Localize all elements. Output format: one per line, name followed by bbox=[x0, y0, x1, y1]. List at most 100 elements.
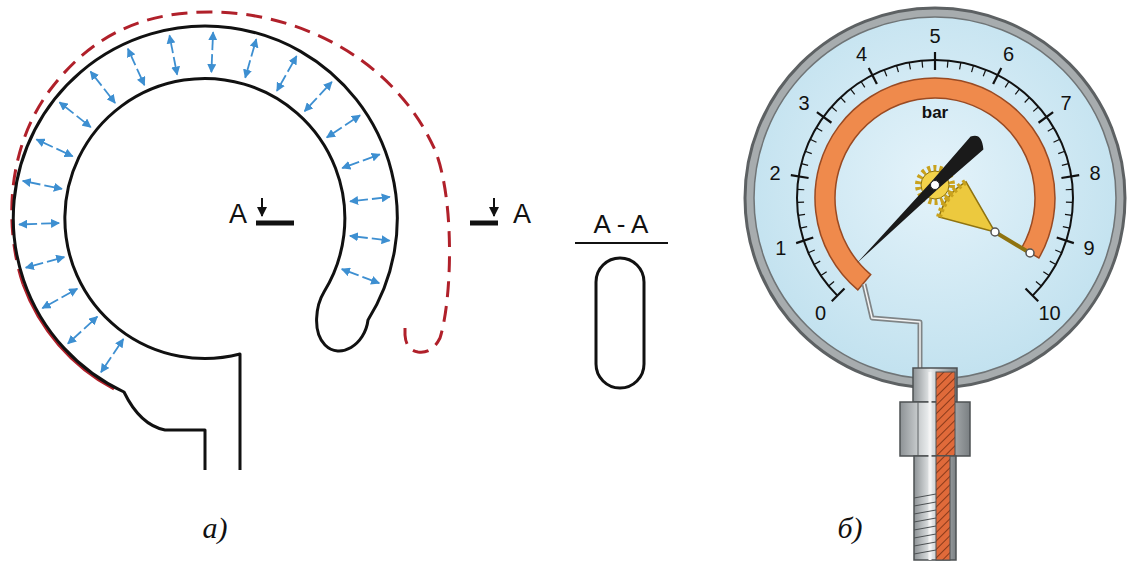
scale-tick bbox=[829, 282, 834, 286]
pressure-arrow bbox=[26, 263, 43, 268]
scale-tick bbox=[869, 68, 877, 84]
figure-label: а) bbox=[203, 513, 228, 543]
pressure-arrow bbox=[19, 223, 37, 225]
scale-tick bbox=[861, 81, 865, 87]
pressure-gauge bbox=[745, 8, 1125, 560]
scale-tick bbox=[1005, 81, 1009, 87]
scale-tick bbox=[1058, 151, 1065, 153]
scale-number: 7 bbox=[1060, 93, 1071, 113]
scale-tick bbox=[817, 112, 832, 123]
scale-tick bbox=[821, 272, 827, 276]
scale-tick bbox=[810, 139, 816, 142]
scale-tick bbox=[814, 261, 820, 264]
tube-cross-section bbox=[596, 258, 644, 388]
pressure-arrow bbox=[56, 149, 72, 157]
section-letter: A bbox=[513, 201, 531, 228]
feed-pipe bbox=[864, 284, 920, 375]
unit-label: bar bbox=[922, 104, 948, 121]
scale-tick bbox=[1048, 128, 1054, 132]
scale-tick bbox=[831, 107, 836, 112]
figure-label: б) bbox=[837, 513, 862, 543]
link-pin bbox=[1026, 249, 1034, 257]
scale-number: 10 bbox=[1038, 303, 1060, 323]
pressure-arrow bbox=[68, 331, 81, 343]
scale-tick bbox=[960, 62, 961, 69]
scale-number: 1 bbox=[775, 238, 786, 258]
pressure-arrow bbox=[372, 238, 390, 240]
sector-pivot bbox=[991, 228, 999, 236]
title-underline bbox=[575, 242, 668, 244]
pressure-arrow bbox=[41, 222, 59, 224]
pressure-arrow bbox=[342, 162, 359, 168]
pressure-arrow bbox=[23, 181, 41, 185]
deformed-tube-outline bbox=[12, 12, 450, 352]
pressure-arrow bbox=[363, 154, 380, 160]
scale-tick bbox=[816, 128, 822, 132]
section-bar bbox=[470, 221, 498, 226]
cutaway bbox=[936, 372, 955, 456]
scale-tick bbox=[1039, 112, 1054, 123]
scale-tick bbox=[796, 238, 813, 244]
section-arrow bbox=[261, 198, 263, 216]
pressure-arrow bbox=[245, 60, 250, 77]
section-title: A - A bbox=[594, 211, 649, 237]
pressure-arrow bbox=[62, 289, 78, 298]
cutaway bbox=[936, 456, 950, 560]
pressure-arrow bbox=[342, 269, 359, 275]
scale-number: 9 bbox=[1084, 238, 1095, 258]
scale-tick bbox=[850, 89, 854, 95]
threads bbox=[914, 494, 936, 554]
pressure-arrow bbox=[101, 357, 111, 372]
pressure-arrow bbox=[104, 89, 115, 103]
scale-tick bbox=[1026, 289, 1039, 302]
scale-tick bbox=[1063, 227, 1070, 229]
scale-number: 0 bbox=[815, 303, 826, 323]
pressure-arrow bbox=[128, 49, 135, 65]
pressure-arrow bbox=[44, 185, 62, 189]
scale-tick bbox=[791, 175, 809, 178]
scale-number: 2 bbox=[769, 163, 780, 183]
bore bbox=[929, 372, 932, 560]
scale-tick bbox=[1036, 282, 1041, 286]
fixed-tube-part bbox=[23, 284, 114, 389]
pressure-arrow bbox=[170, 35, 173, 53]
pressure-arrow bbox=[327, 127, 342, 137]
pressure-arrow bbox=[350, 199, 368, 201]
scale-tick bbox=[947, 61, 949, 68]
scale-tick bbox=[1033, 107, 1038, 112]
pressure-arrow bbox=[277, 75, 286, 91]
scale-tick bbox=[805, 151, 812, 153]
pressure-arrow bbox=[350, 236, 368, 238]
scale-tick bbox=[1061, 175, 1079, 178]
scale-tick bbox=[841, 97, 846, 102]
pressure-arrow bbox=[210, 54, 213, 72]
scale-tick bbox=[884, 70, 887, 77]
scale-tick bbox=[972, 65, 974, 72]
pressure-arrow bbox=[320, 82, 332, 95]
scale-tick bbox=[1043, 272, 1049, 276]
section-arrow bbox=[493, 198, 495, 216]
pressure-arrow bbox=[372, 197, 390, 199]
scale-tick bbox=[909, 62, 910, 69]
pressure-arrow bbox=[59, 102, 73, 113]
pressure-arrow bbox=[137, 69, 144, 85]
scale-tick bbox=[1015, 89, 1019, 95]
scale-tick bbox=[832, 289, 845, 302]
pressure-arrow bbox=[362, 277, 379, 283]
bourdon-tube bbox=[815, 78, 1055, 290]
scale-tick bbox=[797, 202, 804, 203]
pointer-pivot bbox=[931, 181, 940, 190]
pressure-arrows bbox=[19, 32, 390, 372]
pressure-arrow bbox=[345, 115, 360, 125]
scale-number: 5 bbox=[929, 26, 940, 46]
hex-nut bbox=[900, 402, 970, 456]
scale-tick bbox=[1066, 202, 1073, 203]
scale-tick bbox=[1062, 164, 1069, 166]
scale-number: 3 bbox=[798, 93, 809, 113]
scale-tick bbox=[1055, 250, 1061, 253]
section-bar bbox=[256, 221, 294, 226]
scale-number: 6 bbox=[1003, 44, 1014, 64]
link-rod bbox=[995, 232, 1030, 253]
